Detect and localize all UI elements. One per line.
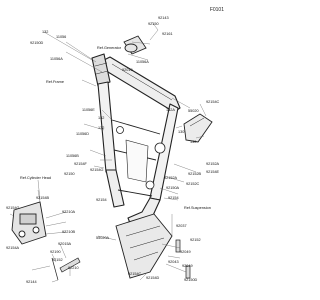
part-number-label: 92210 — [68, 266, 79, 270]
part-number-label: 92154C — [128, 272, 142, 276]
part-number-label: 92049 — [180, 250, 191, 254]
part-number-label: 132 — [98, 116, 105, 120]
part-number-label: 92190 — [50, 250, 61, 254]
part-number-label: 132 — [98, 126, 105, 130]
part-number-label: 92152 — [190, 238, 201, 242]
part-number-label: 92154D — [146, 276, 160, 280]
ref-suspension-label[interactable]: Ref.Suspension — [184, 206, 211, 210]
part-number-label: 55020 — [188, 109, 199, 113]
part-number-label: 92019 — [122, 68, 133, 72]
part-number-label: 92015A — [58, 242, 72, 246]
part-number-label: 92150D — [184, 278, 198, 282]
part-number-label: 92154B — [36, 196, 50, 200]
part-number-label: 132A — [166, 108, 175, 112]
part-number-label: 11056D — [76, 132, 90, 136]
leader-lines — [9, 21, 207, 283]
cylinder-head-bracket-part — [11, 201, 47, 245]
part-number-label: 92144 — [26, 280, 37, 284]
part-number-label: 92154E — [206, 170, 220, 174]
part-number-label: 92150D — [30, 41, 44, 45]
part-number-label: 92154 — [96, 198, 107, 202]
part-number-label: 92210B — [62, 230, 76, 234]
frame-exploded-diagram — [9, 21, 213, 283]
part-number-label: 11056E — [82, 108, 95, 112]
part-number-label: 11056A — [136, 60, 149, 64]
main-frame — [91, 53, 181, 229]
ref-frame-label[interactable]: Ref.Frame — [46, 80, 64, 84]
part-number-label: 92150A — [166, 186, 180, 190]
part-number-label: 92152A — [164, 176, 178, 180]
part-number-label: 92154C — [206, 100, 220, 104]
ref-generator-label[interactable]: Ref.Generator — [97, 46, 122, 50]
part-number-label: 130 — [190, 140, 197, 144]
part-number-label: 55020A — [96, 236, 110, 240]
part-number-label: 92210A — [62, 210, 76, 214]
part-number-label: 92154 — [168, 196, 179, 200]
page-code: F0101 — [209, 7, 224, 13]
part-number-label: 92143 — [158, 16, 169, 20]
part-number-label: 92049 — [182, 264, 193, 268]
part-number-label: 132 — [42, 30, 49, 34]
part-number-label: 11056 — [56, 35, 67, 39]
part-number-label: 11056A — [50, 57, 63, 61]
skid-plate-part — [115, 213, 173, 279]
part-number-label: 92154G — [6, 206, 20, 210]
generator-cover-part — [123, 35, 147, 55]
part-number-label: 92150 — [64, 172, 75, 176]
part-number-label: 92150 — [148, 22, 159, 26]
ref-cylinder-head-label[interactable]: Ref.Cylinder Head — [20, 176, 52, 180]
part-number-label: 92152 — [52, 258, 63, 262]
part-number-label: 92154F — [74, 162, 87, 166]
part-number-label: 92043 — [168, 260, 179, 264]
part-number-label: 92152A — [206, 162, 220, 166]
part-number-label: 92152C — [186, 182, 200, 186]
side-guard-part — [183, 113, 213, 143]
part-number-label: 130 — [178, 130, 185, 134]
part-number-label: 92161 — [162, 32, 173, 36]
part-number-label: 92154A — [6, 246, 20, 250]
part-number-label: 11056B — [66, 154, 79, 158]
part-number-label: 92037 — [176, 224, 187, 228]
part-number-label: 92154G — [90, 168, 104, 172]
part-number-label: 92152B — [188, 172, 202, 176]
